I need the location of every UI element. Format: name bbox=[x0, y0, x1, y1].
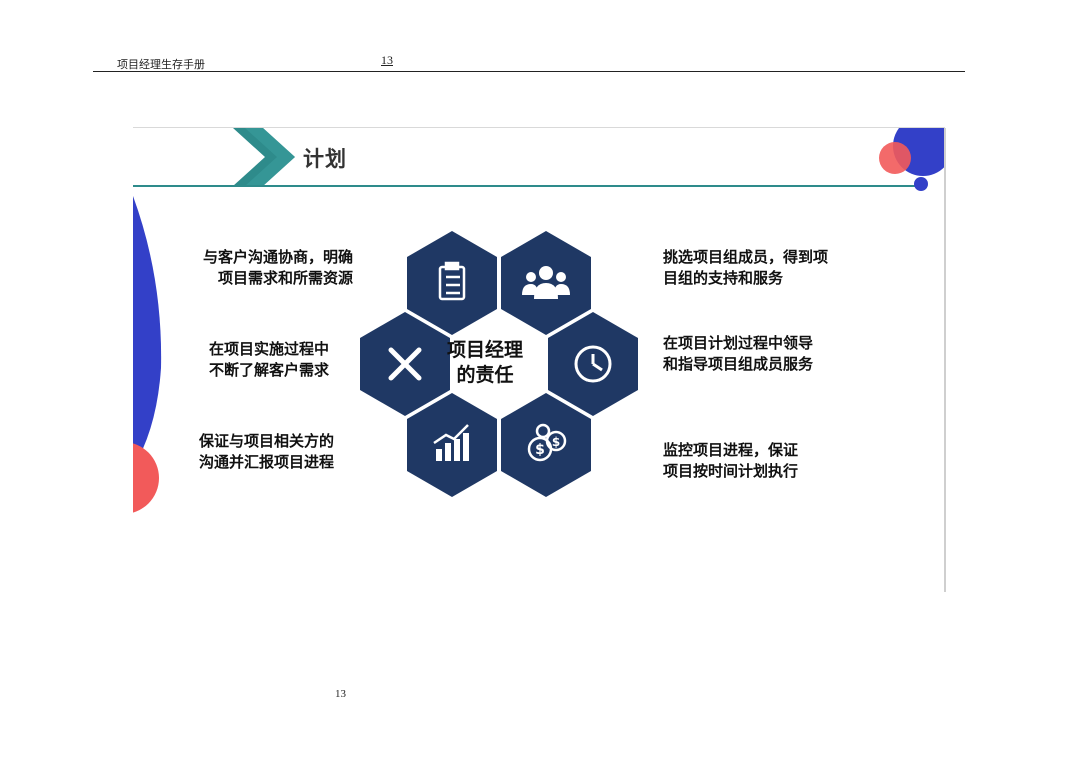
right-item-3: 监控项目进程，保证 项目按时间计划执行 bbox=[663, 440, 798, 482]
svg-text:$: $ bbox=[535, 442, 545, 458]
title-underline bbox=[133, 185, 923, 187]
footer-page-number: 13 bbox=[335, 688, 346, 700]
right-item-3-line2: 项目按时间计划执行 bbox=[663, 462, 799, 480]
left-item-3-line2: 沟通并汇报项目进程 bbox=[199, 453, 335, 471]
right-item-3-line1: 监控项目进程，保证 bbox=[663, 441, 799, 459]
right-item-1: 挑选项目组成员，得到项 目组的支持和服务 bbox=[663, 247, 828, 289]
slide-right-border bbox=[944, 128, 946, 592]
center-title-line2: 的责任 bbox=[456, 364, 514, 386]
header-page-number: 13 bbox=[381, 53, 393, 67]
slide-graphics: $ $ bbox=[133, 128, 945, 513]
left-item-3: 保证与项目相关方的 沟通并汇报项目进程 bbox=[199, 431, 334, 473]
hexagon-tools bbox=[360, 312, 450, 416]
growth-chart-icon bbox=[433, 424, 469, 461]
center-title: 项目经理 的责任 bbox=[447, 338, 523, 388]
clipboard-icon bbox=[438, 261, 466, 301]
left-item-2-line1: 在项目实施过程中 bbox=[209, 340, 330, 358]
top-right-small-blue-dot bbox=[914, 177, 928, 191]
hexagon-clipboard bbox=[407, 231, 497, 335]
coins-icon bbox=[527, 423, 567, 462]
slide: $ $ 计划 项目经理 的责任 与客户沟通协商，明确 项目需求和所需资源 在项目… bbox=[133, 128, 945, 592]
left-item-1: 与客户沟通协商，明确 项目需求和所需资源 bbox=[203, 247, 353, 289]
top-right-coral-circle bbox=[879, 142, 911, 174]
left-item-3-line1: 保证与项目相关方的 bbox=[199, 432, 335, 450]
hexagon-clock bbox=[548, 312, 638, 416]
right-item-2-line2: 和指导项目组成员服务 bbox=[663, 355, 814, 373]
hexagon-coins: $ $ bbox=[501, 393, 591, 497]
left-item-1-line2: 项目需求和所需资源 bbox=[217, 269, 353, 287]
document-header-title: 项目经理生存手册 bbox=[117, 58, 205, 71]
hexagon-team bbox=[501, 231, 591, 335]
left-item-2: 在项目实施过程中 不断了解客户需求 bbox=[209, 339, 329, 381]
tools-icon bbox=[388, 347, 422, 381]
right-item-2-line1: 在项目计划过程中领导 bbox=[663, 334, 814, 352]
right-item-1-line1: 挑选项目组成员，得到项 bbox=[663, 248, 829, 266]
teal-chevron-light bbox=[245, 128, 295, 186]
slide-top-border bbox=[133, 127, 945, 128]
clock-icon bbox=[574, 345, 612, 383]
right-item-1-line2: 目组的支持和服务 bbox=[663, 269, 784, 287]
header-divider bbox=[93, 71, 965, 72]
left-item-2-line2: 不断了解客户需求 bbox=[209, 361, 330, 379]
slide-title: 计划 bbox=[303, 147, 347, 171]
left-coral-circle bbox=[133, 443, 159, 513]
left-blue-arc bbox=[133, 196, 162, 468]
right-item-2: 在项目计划过程中领导 和指导项目组成员服务 bbox=[663, 333, 813, 375]
team-icon bbox=[522, 266, 570, 299]
left-item-1-line1: 与客户沟通协商，明确 bbox=[202, 248, 353, 266]
svg-text:$: $ bbox=[552, 435, 560, 449]
hexagon-growth bbox=[407, 393, 497, 497]
center-title-line1: 项目经理 bbox=[447, 339, 524, 361]
